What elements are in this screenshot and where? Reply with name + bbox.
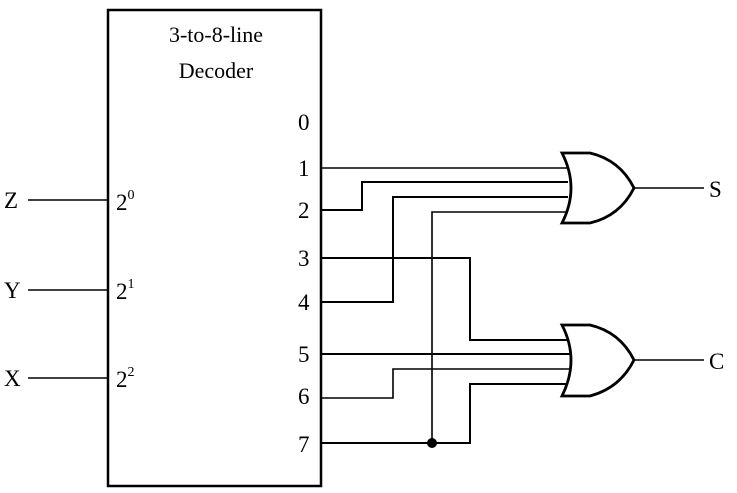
decoder-block bbox=[106, 8, 323, 488]
input-pin-base: 2 bbox=[116, 279, 128, 304]
output-pin-2: 2 bbox=[298, 198, 310, 223]
decoder-title-line1: 3-to-8-line bbox=[169, 22, 263, 47]
input-pin-exp: 0 bbox=[128, 188, 135, 203]
wire-output-7-to-sum bbox=[431, 211, 568, 443]
or-gate-sum bbox=[559, 151, 636, 225]
input-pin-base: 2 bbox=[116, 367, 128, 392]
input-pin-base: 2 bbox=[116, 190, 128, 215]
wire-output-6-to-carry bbox=[321, 368, 570, 399]
wire-output-2-to-sum bbox=[321, 181, 568, 211]
input-pin-2-0: 20 bbox=[116, 188, 135, 215]
output-pin-4: 4 bbox=[298, 290, 310, 315]
input-label-z: Z bbox=[4, 188, 18, 213]
input-label-y: Y bbox=[4, 278, 21, 303]
input-pin-2-2: 22 bbox=[116, 365, 135, 392]
output-pin-3: 3 bbox=[298, 246, 310, 271]
or-gate-carry bbox=[559, 323, 636, 398]
output-pin-7: 7 bbox=[298, 432, 310, 457]
input-pin-exp: 2 bbox=[128, 365, 135, 380]
carry-output-label: C bbox=[709, 349, 724, 374]
input-pin-exp: 1 bbox=[128, 277, 135, 292]
wire-output-7-to-carry bbox=[321, 383, 570, 444]
output-pin-1: 1 bbox=[298, 156, 310, 181]
wire-output-4-to-sum bbox=[321, 196, 568, 303]
wire-output-3-to-carry bbox=[321, 257, 570, 341]
output-pin-6: 6 bbox=[298, 384, 310, 409]
output-pin-5: 5 bbox=[298, 342, 310, 367]
decoder-title-line2: Decoder bbox=[179, 58, 254, 83]
output-pin-0: 0 bbox=[298, 110, 310, 135]
input-pin-2-1: 21 bbox=[116, 277, 135, 304]
sum-output-label: S bbox=[709, 177, 722, 202]
input-label-x: X bbox=[4, 366, 21, 391]
junction-dot bbox=[427, 438, 437, 448]
